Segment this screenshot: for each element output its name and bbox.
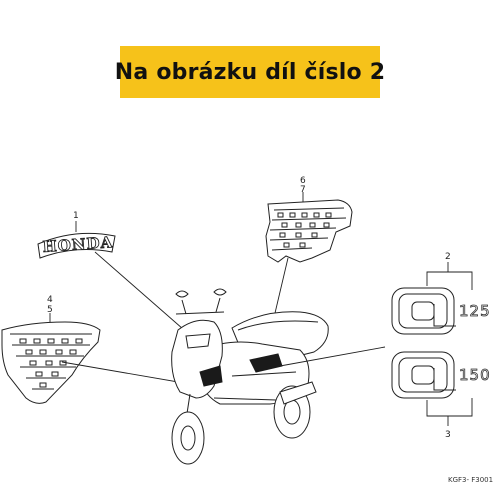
part-6-7-tunnel-decal: [265, 199, 353, 263]
banner-text: Na obrázku díl číslo 2: [114, 59, 386, 85]
scooter-illustration: [171, 288, 329, 465]
callout-4: 4: [47, 295, 53, 305]
diagram-reference-code: KGF3- F3001: [448, 476, 493, 484]
callout-6: 6: [300, 176, 306, 186]
model-number-150: 150: [459, 366, 491, 384]
callout-3: 3: [445, 430, 451, 440]
callout-7: 7: [300, 185, 306, 195]
callout-2: 2: [445, 252, 451, 262]
callout-5: 5: [47, 305, 53, 315]
model-number-125: 125: [459, 302, 491, 320]
part-1-honda-emblem: HONDA: [37, 233, 116, 259]
honda-logo-text: HONDA: [42, 233, 114, 256]
part-3-emblem-150: 150: [391, 351, 491, 399]
title-banner: Na obrázku díl číslo 2: [115, 46, 385, 98]
part-2-emblem-125: 125: [391, 287, 491, 335]
callout-1: 1: [73, 211, 79, 221]
part-4-5-side-decal: [1, 321, 101, 404]
